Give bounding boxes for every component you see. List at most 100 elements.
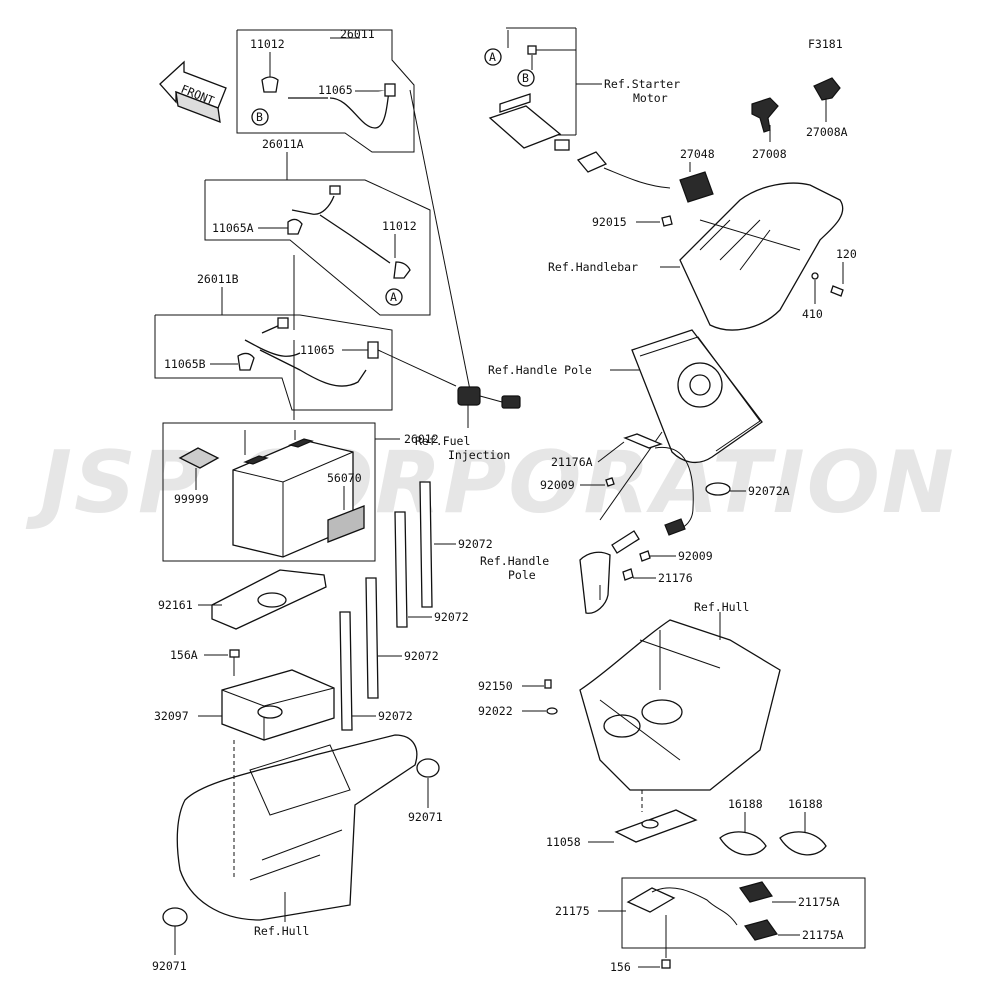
label-56070	[327, 505, 365, 543]
callout-11012-top: 11012	[250, 37, 285, 51]
callout-92072A: 92072A	[748, 484, 790, 498]
marker-a-mid-label: A	[390, 290, 397, 304]
callout-11065-top: 11065	[318, 83, 353, 97]
strap-1	[419, 481, 433, 608]
washer-410	[811, 272, 819, 280]
watermark: JSP CORPORATION	[25, 433, 956, 533]
ref-handlebar: Ref.Handlebar	[548, 260, 638, 274]
marker-b-left-label: B	[256, 110, 263, 124]
hull-left: 92071 92071 Ref.Hull	[152, 734, 443, 973]
callout-156A: 156A	[170, 648, 198, 662]
callout-21176A: 21176A	[551, 455, 593, 469]
bracket-11058: 11058	[546, 790, 698, 849]
callout-21175A-b: 21175A	[802, 928, 844, 942]
callout-26011: 26011	[340, 27, 375, 41]
callout-92071-b: 92071	[408, 810, 443, 824]
ref-handle-pole-line-1: Ref.Handle	[480, 554, 549, 568]
figure-code: F3181	[808, 37, 843, 51]
ref-fuel-line-1: Ref.Fuel	[415, 434, 470, 448]
callout-92072-a: 92072	[458, 537, 493, 551]
ref-hull-right: Ref.Hull	[694, 600, 749, 614]
ref-handle-pole-line-2: Pole	[508, 568, 536, 582]
bolt-156	[661, 959, 671, 969]
callout-27048: 27048	[680, 147, 715, 161]
callout-92015: 92015	[592, 215, 627, 229]
callout-26012: 26012	[404, 432, 439, 446]
callout-26011A: 26011A	[262, 137, 304, 151]
marker-b-top-label: B	[522, 71, 529, 85]
connector-21175A-b	[744, 919, 778, 941]
connector-21175A-a	[739, 881, 773, 903]
front-arrow-icon: FRONT	[159, 60, 227, 124]
marker-a-top	[484, 48, 502, 66]
cable-26011A	[291, 195, 391, 264]
callout-92072-c: 92072	[404, 649, 439, 663]
callout-21176: 21176	[658, 571, 693, 585]
callout-92009-b: 92009	[678, 549, 713, 563]
tray-92161: 92161	[158, 569, 327, 630]
cable-group-26011A: 26011A 11065A 11012 A	[204, 137, 431, 316]
callout-99999: 99999	[174, 492, 209, 506]
terminal-cap-11065A	[287, 218, 303, 235]
hull-right: Ref.Hull 92150 92022	[478, 600, 781, 791]
bolt-92150	[544, 679, 552, 689]
handlebar-housing: Ref.Handlebar 410 120	[548, 182, 857, 331]
callout-16188-b: 16188	[788, 797, 823, 811]
starter-motor: Ref.Starter Motor A B	[484, 27, 680, 151]
marker-a-mid	[385, 288, 403, 306]
callout-92150: 92150	[478, 679, 513, 693]
callout-26011B: 26011B	[197, 272, 239, 286]
callout-27008: 27008	[752, 147, 787, 161]
callout-56070: 56070	[327, 471, 362, 485]
callout-92071-a: 92071	[152, 959, 187, 973]
callout-120: 120	[836, 247, 857, 261]
terminal-cap-11065B	[237, 352, 255, 371]
harness-21175: 21175A 21175A 21175 156	[555, 877, 866, 974]
callout-92009-a: 92009	[540, 478, 575, 492]
strap-2	[394, 511, 408, 628]
keys-27008: 27008 27008A	[751, 77, 848, 161]
terminal-cap-11012	[261, 76, 279, 93]
callout-156: 156	[610, 960, 631, 974]
bolt-120	[830, 285, 844, 297]
bolt-156A: 156A	[170, 648, 240, 676]
ref-hull-left: Ref.Hull	[254, 924, 309, 938]
ref-starter-line-2: Motor	[633, 91, 668, 105]
cable-11065-top	[288, 89, 390, 129]
ref-handle-pole-top: Ref.Handle Pole	[488, 363, 592, 377]
kit-99999	[178, 447, 220, 469]
battery-case-32097: 32097	[154, 669, 335, 741]
fuel-injection-connector: Ref.Fuel Injection	[415, 386, 521, 462]
callout-92072-b: 92072	[434, 610, 469, 624]
strap-4	[339, 611, 353, 731]
cable-26011B	[244, 324, 367, 387]
callout-11012-mid: 11012	[382, 219, 417, 233]
floats-16188: 16188 16188	[719, 797, 827, 856]
callout-11065B: 11065B	[164, 357, 206, 371]
battery-group-26012: 26012 56070 99999	[162, 422, 439, 562]
ref-starter-line-1: Ref.Starter	[604, 77, 680, 91]
callout-32097: 32097	[154, 709, 189, 723]
cable-group-26011B: 26011B 11065B 11065	[154, 89, 471, 420]
sensor-21176: 21176A 92009 92072A 92009 21176 Ref.Hand…	[480, 433, 790, 614]
callout-92161: 92161	[158, 598, 193, 612]
callout-11065A: 11065A	[212, 221, 254, 235]
callout-11058: 11058	[546, 835, 581, 849]
callout-92072-d: 92072	[378, 709, 413, 723]
handle-pole-plate: Ref.Handle Pole	[488, 329, 763, 521]
callout-11065-mid: 11065	[300, 343, 335, 357]
callout-16188-a: 16188	[728, 797, 763, 811]
callout-27008A: 27008A	[806, 125, 848, 139]
callout-92022: 92022	[478, 704, 513, 718]
strap-3	[365, 577, 379, 699]
marker-a-top-label: A	[489, 50, 496, 64]
callout-410: 410	[802, 307, 823, 321]
relay-27048: 27048 92015	[576, 147, 715, 229]
marker-b-left	[251, 108, 269, 126]
battery-straps-92072: 92072 92072 92072 92072	[339, 481, 493, 731]
callout-21175: 21175	[555, 904, 590, 918]
ref-fuel-line-2: Injection	[448, 448, 510, 462]
marker-b-top	[517, 69, 535, 87]
callout-21175A-a: 21175A	[798, 895, 840, 909]
